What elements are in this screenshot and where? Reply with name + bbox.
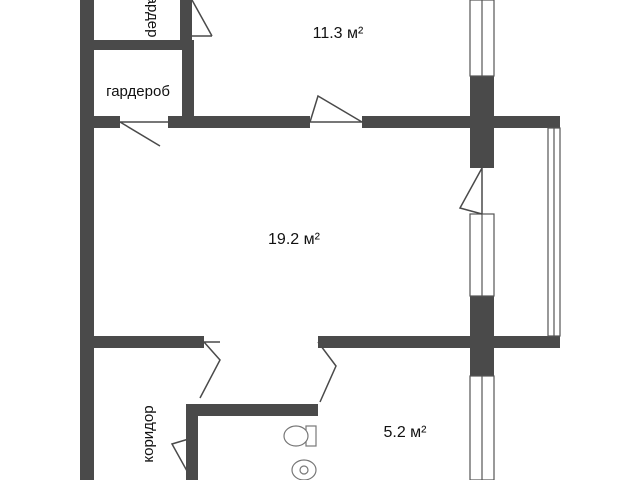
door-balcony [458, 167, 483, 215]
living-bottom-wall-right [318, 336, 470, 348]
corridor-label: коридор [140, 405, 157, 462]
door-bathroom-outer [317, 341, 337, 403]
door-corridor [199, 341, 221, 399]
bathroom-area-label: 5.2 м² [383, 424, 427, 441]
wardrobe-top-divider-wall [94, 40, 194, 50]
door-wardrobe [119, 121, 168, 147]
top-room-area-label: 11.3 м² [313, 25, 364, 42]
sink-icon [291, 459, 317, 480]
right-pillar-top-arm [494, 116, 560, 128]
toilet-icon [283, 425, 317, 447]
wardrobe-right-wall [182, 40, 194, 126]
door-bathroom-inner [170, 437, 193, 480]
door-living-top [309, 94, 363, 123]
living-area-label: 19.2 м² [268, 231, 321, 248]
top-closet-right-wall [180, 0, 192, 40]
bathroom-left-wall [186, 404, 198, 480]
living-top-wall-right [362, 116, 470, 128]
living-bottom-wall-left [94, 336, 204, 348]
living-top-wall-left [94, 116, 120, 128]
right-pillar-middle [470, 296, 494, 376]
bathroom-top-wall [198, 404, 318, 416]
right-pillar-mid-arm [494, 336, 560, 348]
left-outer-wall [80, 0, 94, 480]
right-pillar-top [470, 76, 494, 168]
wardrobe-top-label: гардер [144, 0, 161, 37]
door-top-closet [191, 0, 213, 37]
living-top-wall-mid [168, 116, 310, 128]
wardrobe-label: гардероб [106, 83, 170, 100]
